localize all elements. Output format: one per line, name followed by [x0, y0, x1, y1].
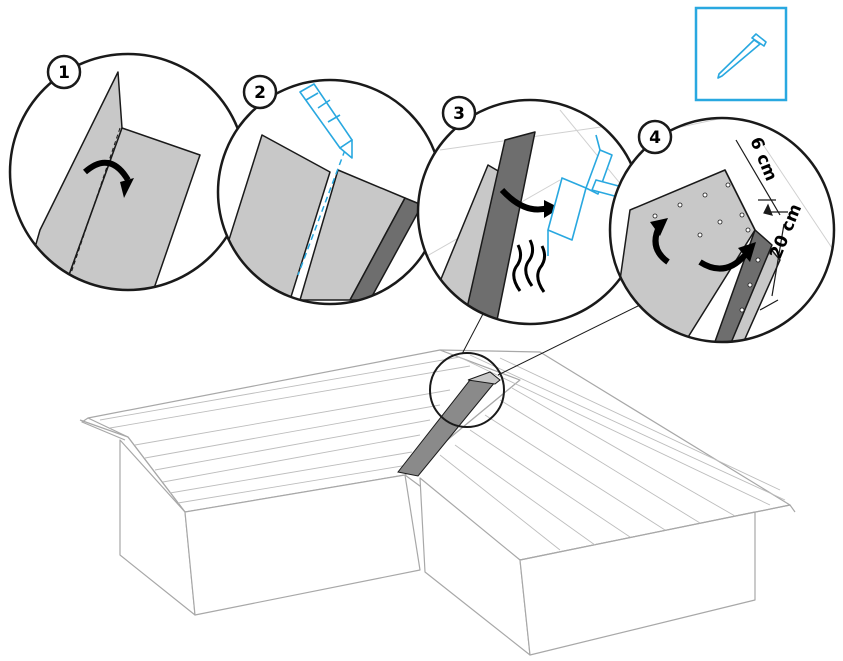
step-3-number: 3 — [453, 104, 465, 124]
step-4-badge: 4 — [639, 121, 671, 153]
step-2-detail — [210, 80, 442, 304]
house-illustration — [80, 350, 795, 655]
step-1-badge: 1 — [48, 56, 80, 88]
step-2-number: 2 — [254, 83, 266, 103]
step-4-number: 4 — [649, 128, 661, 148]
step-1-detail — [10, 54, 246, 300]
leader-line-left — [462, 312, 484, 354]
step-2-badge: 2 — [244, 76, 276, 108]
step-1-number: 1 — [58, 63, 70, 83]
nail-icon-box — [696, 8, 786, 100]
step-3-badge: 3 — [443, 97, 475, 129]
